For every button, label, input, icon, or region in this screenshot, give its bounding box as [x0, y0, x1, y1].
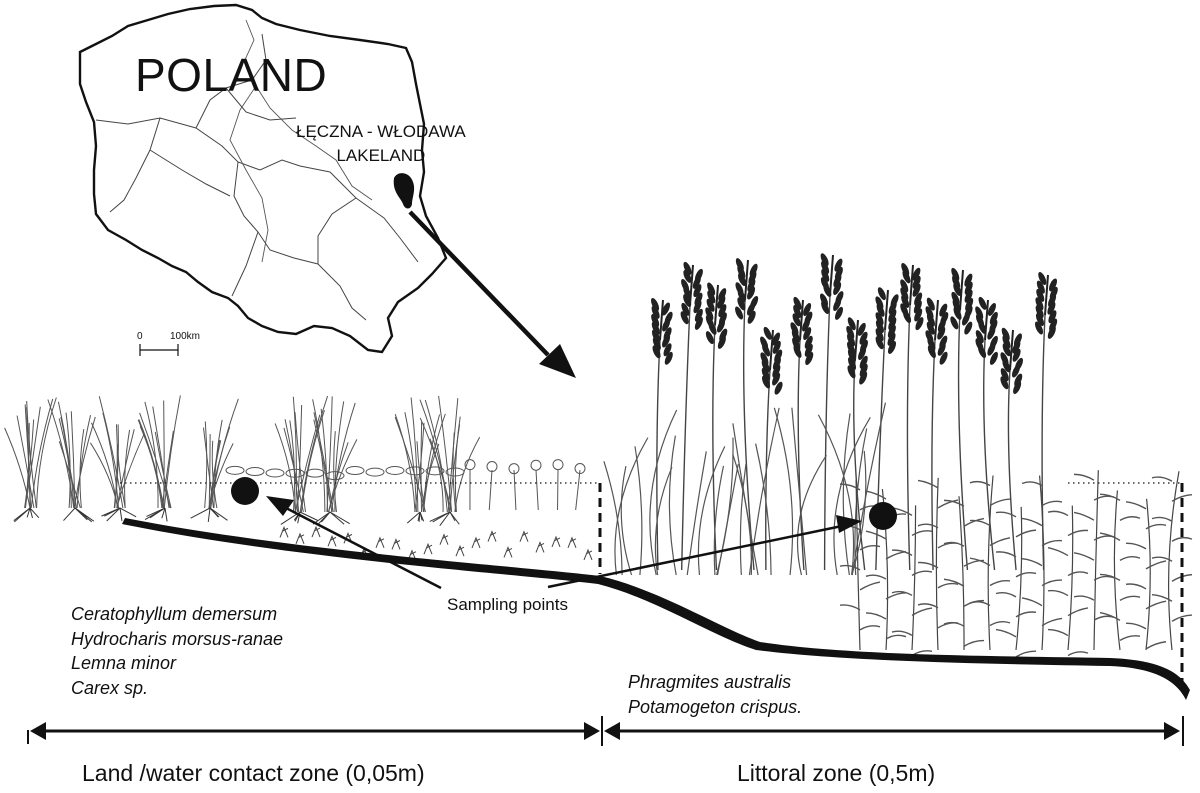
- contact-zone-species-list: Ceratophyllum demersum Hydrocharis morsu…: [71, 602, 283, 700]
- sampling-arrow-icon: [266, 496, 442, 590]
- poland-border: [78, 3, 448, 354]
- region-label-line2: LAKELAND: [336, 146, 426, 165]
- sampling-points-label: Sampling points: [447, 595, 568, 614]
- contact-zone-dimension: [27, 716, 603, 746]
- region-label: ŁĘCZNA - WŁODAWA LAKELAND: [296, 120, 466, 168]
- species-name: Potamogeton crispus.: [628, 696, 803, 717]
- map-to-lake-arrow-icon: [408, 210, 576, 378]
- sampling-point-icon: [231, 477, 259, 505]
- region-label-line1: ŁĘCZNA - WŁODAWA: [296, 122, 466, 141]
- poland-map: [78, 3, 448, 354]
- scale-end-label: 100km: [170, 331, 201, 342]
- voivodeship-boundaries: [95, 33, 419, 321]
- littoral-zone-dimension: [604, 716, 1184, 746]
- water-surface-lines: [120, 482, 1184, 692]
- contact-zone-label: Land /water contact zone (0,05m): [82, 760, 425, 786]
- reed-stand: [603, 253, 1058, 576]
- species-name: Carex sp.: [71, 677, 149, 698]
- species-name: Lemna minor: [71, 653, 177, 673]
- species-name: Ceratophyllum demersum: [71, 604, 278, 624]
- map-scale-bar: [139, 344, 179, 356]
- species-name: Phragmites australis: [628, 672, 792, 692]
- species-name: Hydrocharis morsus-ranae: [71, 628, 284, 649]
- lake-marker-icon: [393, 173, 415, 209]
- pondweed-stand: [839, 470, 1193, 658]
- littoral-zone-species-list: Phragmites australis Potamogeton crispus…: [628, 670, 802, 719]
- littoral-zone-label: Littoral zone (0,5m): [737, 760, 936, 786]
- country-label: POLAND: [135, 49, 328, 101]
- sampling-point-icon: [869, 502, 897, 530]
- sampling-arrow-icon: [547, 515, 862, 589]
- river-line: [229, 19, 373, 263]
- scale-start-label: 0: [137, 331, 143, 342]
- lake-bottom-profile: [122, 518, 1190, 700]
- contact-zone-vegetation: [4, 395, 593, 561]
